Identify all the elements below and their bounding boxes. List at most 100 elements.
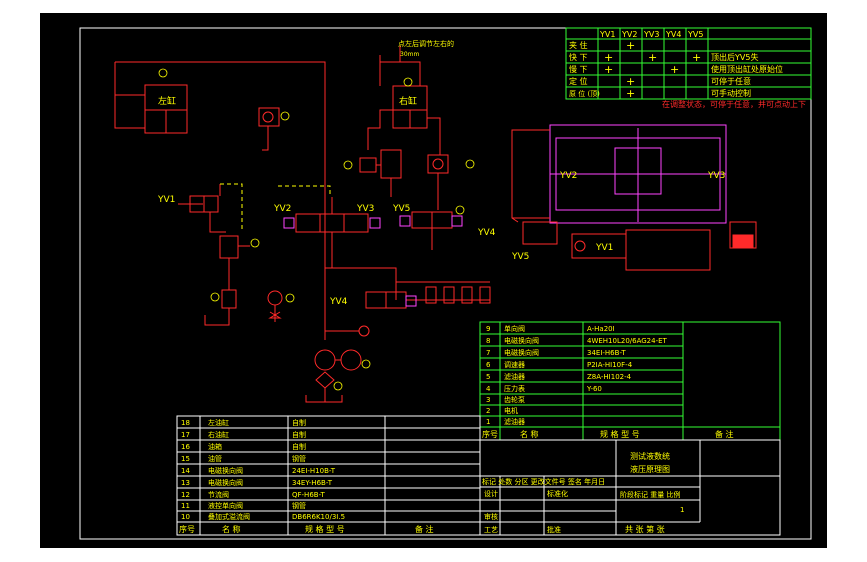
pump	[314, 349, 336, 371]
part-spec: DB6R6K10/3I.5	[292, 513, 345, 521]
ratio-value: 1	[680, 506, 684, 514]
part-no: 4	[486, 385, 491, 393]
sol-mark: +	[648, 51, 657, 64]
header-spec: 规 格 型 号	[305, 524, 345, 534]
parts-upper-rows: 9 单向阀 A-Ha20I 8 电磁换向阀 4WEH10L20/6AG24-ET…	[482, 324, 734, 439]
part-no: 10	[181, 513, 190, 521]
sol-note: 顶出后YV5失	[711, 52, 758, 62]
part-name: 滤油器	[504, 417, 525, 426]
part-name: 油管	[208, 454, 222, 463]
sol-row-label: 夹 住	[569, 40, 588, 50]
part-spec: 24EI-H10B-T	[292, 467, 336, 475]
sol-row-label: 慢 下	[569, 64, 588, 74]
machine-label-yv5: YV5	[511, 252, 529, 262]
sol-header-yv4: YV4	[665, 30, 681, 39]
part-spec: 钢管	[292, 454, 306, 463]
part-no: 11	[181, 502, 190, 510]
machine-outline	[549, 124, 727, 224]
drawing-sheet	[40, 13, 827, 548]
sol-mark: +	[604, 51, 613, 64]
component-callouts	[158, 68, 475, 391]
part-no: 1	[486, 418, 490, 426]
machine-hydraulics	[511, 129, 757, 271]
part-no: 15	[181, 455, 190, 463]
machine-label-yv3: YV3	[707, 171, 725, 181]
sol-mark: +	[692, 51, 701, 64]
approve-label: 批准	[547, 525, 561, 534]
valve-label-yv1: YV1	[157, 195, 175, 205]
part-no: 14	[181, 467, 190, 475]
sheets-label: 共 张 第 张	[625, 524, 665, 534]
part-name: 压力表	[504, 384, 525, 393]
note-right: 在调整状态，可停于任意，并可点动上下	[662, 99, 806, 109]
part-no: 17	[181, 431, 190, 439]
part-name: 齿轮泵	[504, 395, 525, 404]
part-name: 右油缸	[208, 430, 229, 439]
part-name: 单向阀	[504, 324, 525, 333]
part-no: 18	[181, 419, 190, 427]
right-cylinder-label: 右缸	[399, 95, 417, 107]
part-spec: 自制	[292, 418, 306, 427]
sol-mark: +	[626, 39, 635, 52]
part-spec: A-Ha20I	[587, 325, 615, 333]
part-no: 8	[486, 337, 490, 345]
header-name: 名 称	[520, 429, 539, 439]
part-no: 16	[181, 443, 190, 451]
machine-label-yv1: YV1	[595, 243, 613, 253]
part-name: 电磁换向阀	[504, 336, 539, 345]
part-name: 调速器	[504, 360, 525, 369]
sol-note: 使用顶出缸处原始位	[711, 64, 783, 74]
header-name: 名 称	[222, 524, 241, 534]
part-spec: Y-60	[586, 385, 602, 393]
header-note: 备 注	[415, 524, 434, 534]
part-name: 左油缸	[208, 418, 229, 427]
sol-header-yv3: YV3	[643, 30, 659, 39]
valve-label-yv2: YV2	[273, 204, 291, 214]
part-name: 液控单向阀	[208, 501, 243, 510]
sol-row-label: 快 下	[569, 52, 588, 62]
valve-label-yv5: YV5	[392, 204, 410, 214]
standard-label: 标准化	[547, 489, 568, 498]
sol-row-label: 定 位	[569, 76, 588, 86]
drawing-title-line1: 测试液数统	[630, 451, 670, 461]
header-spec: 规 格 型 号	[600, 429, 640, 439]
part-name: 叠加式溢流阀	[208, 512, 250, 521]
sol-header-yv2: YV2	[621, 30, 637, 39]
review-label: 审核	[484, 512, 498, 521]
part-spec: 钢管	[292, 501, 306, 510]
sol-mark: +	[626, 87, 635, 100]
part-no: 3	[486, 396, 490, 404]
design-label: 设计	[484, 489, 498, 498]
sol-mark: +	[670, 63, 679, 76]
part-spec: 自制	[292, 430, 306, 439]
stage-label: 阶段标记 重量 比例	[620, 490, 680, 499]
part-spec: Z8A-HI102-4	[587, 373, 632, 381]
machine-label-yv2: YV2	[559, 171, 577, 181]
motor	[340, 349, 362, 371]
pilot-lines	[220, 183, 331, 230]
hydraulic-circuit	[114, 46, 491, 403]
part-spec: 34EY-H6B-T	[292, 479, 333, 487]
drawing-title-line2: 液压原理图	[630, 464, 670, 474]
part-name: 电磁换向阀	[504, 348, 539, 357]
part-name: 电机	[504, 406, 518, 415]
part-spec: P2IA-HI10F-4	[587, 361, 633, 369]
part-no: 12	[181, 491, 190, 499]
part-spec: 34EI-H6B-T	[587, 349, 626, 357]
part-no: 6	[486, 361, 491, 369]
sol-header-yv5: YV5	[687, 30, 703, 39]
part-no: 5	[486, 373, 490, 381]
header-no: 序号	[482, 429, 498, 439]
sol-header-yv1: YV1	[599, 30, 615, 39]
parts-lower-rows: 18 左油缸 自制 17 右油缸 自制 16 油箱 自制 15 油管 钢管 14…	[179, 418, 434, 534]
part-no: 7	[486, 349, 490, 357]
part-name: 电磁换向阀	[208, 478, 243, 487]
valve-label-yv4: YV4	[329, 297, 348, 307]
part-name: 油箱	[208, 442, 222, 451]
part-name: 节流阀	[208, 490, 229, 499]
part-name: 滤油器	[504, 372, 525, 381]
sol-row-label: 原 位 (顶)	[569, 89, 600, 98]
note-top: 点左后调节左右的	[398, 39, 454, 48]
